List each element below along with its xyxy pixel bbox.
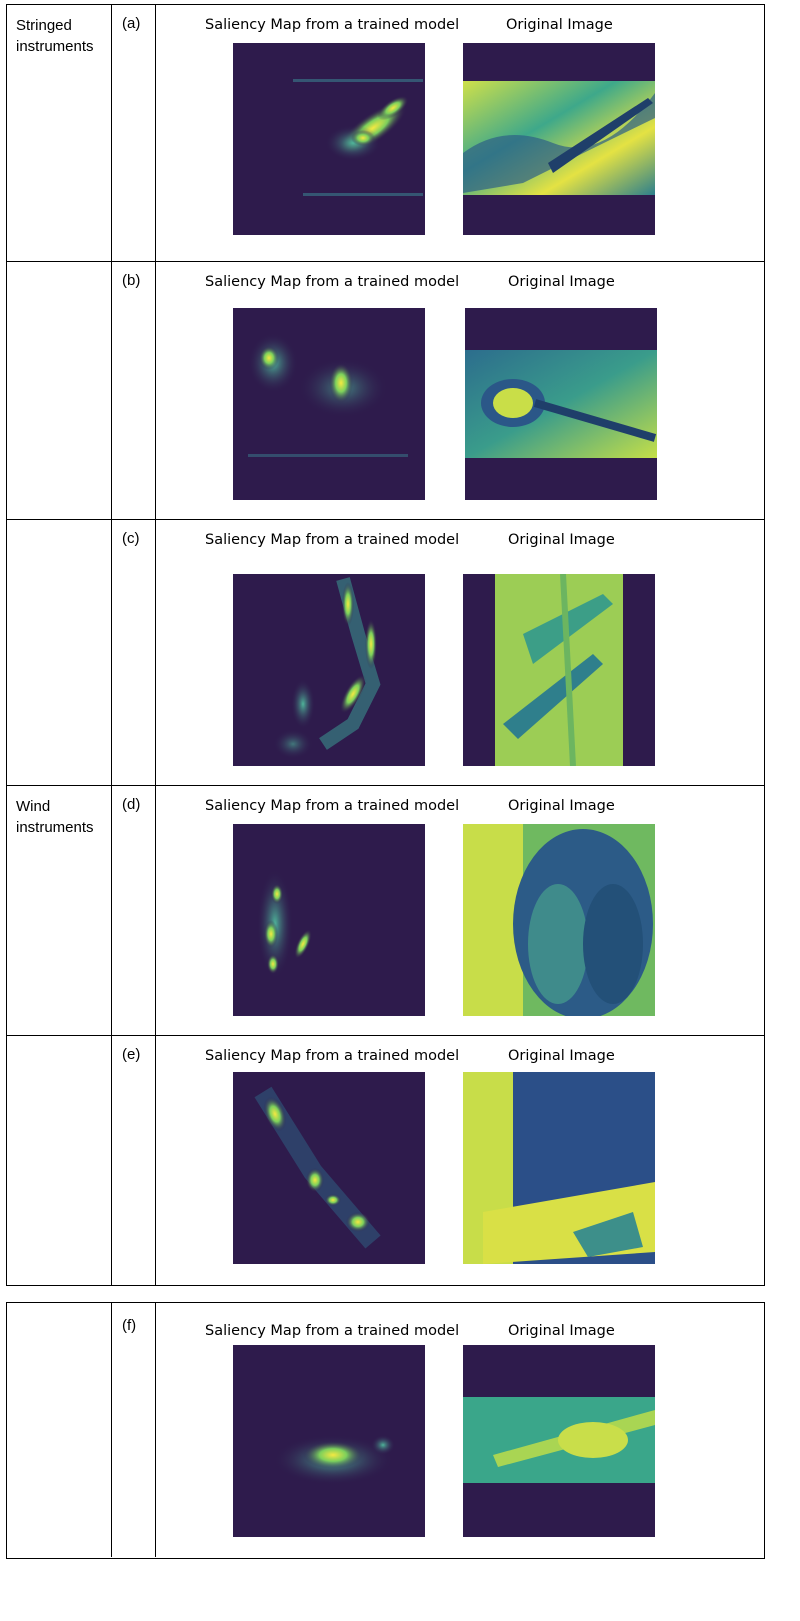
saliency-title: Saliency Map from a trained model — [205, 17, 460, 33]
original-image — [463, 1345, 655, 1537]
original-title: Original Image — [508, 274, 615, 290]
saliency-map-image — [233, 43, 425, 235]
column-divider — [111, 1036, 112, 1285]
column-divider — [111, 5, 112, 261]
category-label: Wind instruments — [16, 798, 94, 836]
original-image — [463, 43, 655, 235]
saliency-map-image — [233, 1072, 425, 1264]
results-table: (f) Saliency Map from a trained model Or… — [6, 1302, 765, 1559]
column-divider — [155, 786, 156, 1035]
table-row: (e) Saliency Map from a trained model Or… — [7, 1035, 764, 1285]
original-title: Original Image — [508, 1323, 615, 1339]
column-divider — [155, 520, 156, 785]
saliency-title: Saliency Map from a trained model — [205, 532, 460, 548]
category-label: Stringed instruments — [16, 17, 94, 55]
column-divider — [111, 262, 112, 519]
saliency-map-image — [233, 574, 425, 766]
column-divider — [155, 1036, 156, 1285]
original-image — [463, 574, 655, 766]
original-title: Original Image — [506, 17, 613, 33]
column-divider — [111, 520, 112, 785]
column-divider — [155, 1303, 156, 1557]
original-title: Original Image — [508, 532, 615, 548]
results-table: Stringed instruments (a) Saliency Map fr… — [6, 4, 765, 1286]
saliency-title: Saliency Map from a trained model — [205, 1048, 460, 1064]
row-label: (e) — [122, 1046, 141, 1063]
original-image — [463, 824, 655, 1016]
original-title: Original Image — [508, 1048, 615, 1064]
table-row: (c) Saliency Map from a trained model Or… — [7, 519, 764, 785]
saliency-title: Saliency Map from a trained model — [205, 274, 460, 290]
original-title: Original Image — [508, 798, 615, 814]
row-label: (a) — [122, 15, 141, 32]
table-row: Wind instruments (d) Saliency Map from a… — [7, 785, 764, 1035]
table-row: (b) Saliency Map from a trained model Or… — [7, 261, 764, 519]
saliency-map-image — [233, 824, 425, 1016]
original-image — [465, 308, 657, 500]
row-label: (f) — [122, 1317, 137, 1334]
row-label: (c) — [122, 530, 140, 547]
saliency-map-image — [233, 1345, 425, 1537]
table-row: (f) Saliency Map from a trained model Or… — [7, 1303, 764, 1557]
table-row: Stringed instruments (a) Saliency Map fr… — [7, 5, 764, 261]
column-divider — [111, 786, 112, 1035]
column-divider — [111, 1303, 112, 1557]
column-divider — [155, 5, 156, 261]
saliency-title: Saliency Map from a trained model — [205, 798, 460, 814]
saliency-title: Saliency Map from a trained model — [205, 1323, 460, 1339]
column-divider — [155, 262, 156, 519]
row-label: (b) — [122, 272, 141, 289]
saliency-map-image — [233, 308, 425, 500]
original-image — [463, 1072, 655, 1264]
row-label: (d) — [122, 796, 141, 813]
